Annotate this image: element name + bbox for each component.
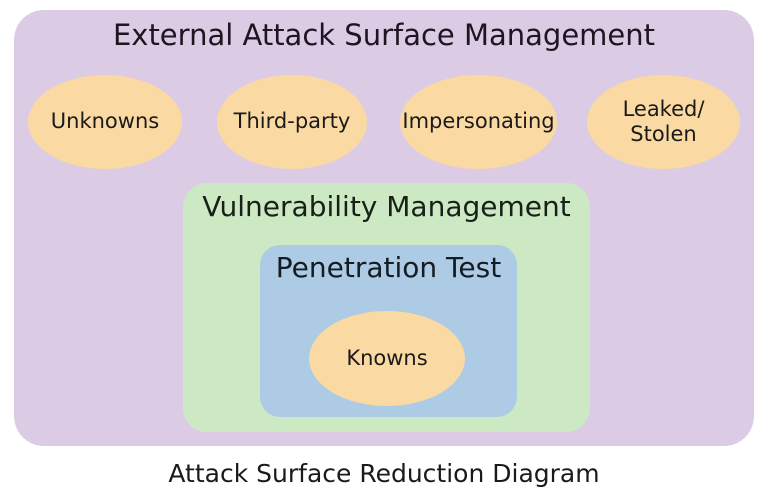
easm-title: External Attack Surface Management [112,18,656,52]
ellipse-unknowns: Unknowns [28,75,182,169]
ellipse-knowns-label: Knowns [346,345,428,370]
vulnerability-management-title: Vulnerability Management [202,190,571,223]
ellipse-knowns: Knowns [309,311,465,406]
ellipse-impersonating: Impersonating [400,75,557,169]
ellipse-third-party-label: Third-party [233,109,351,134]
ellipse-third-party: Third-party [217,75,367,169]
ellipse-leaked-stolen-label: Leaked/ Stolen [622,96,705,146]
vulnerability-management-box: Vulnerability Management Penetration Tes… [183,183,590,432]
diagram-caption: Attack Surface Reduction Diagram [168,459,600,488]
penetration-test-box: Penetration Test Knowns [260,245,517,417]
ellipse-impersonating-label: Impersonating [402,109,555,134]
easm-box: External Attack Surface Management Unkno… [14,10,754,446]
ellipse-unknowns-label: Unknowns [50,109,160,134]
ellipse-leaked-stolen: Leaked/ Stolen [587,75,740,169]
penetration-test-title: Penetration Test [275,251,502,284]
